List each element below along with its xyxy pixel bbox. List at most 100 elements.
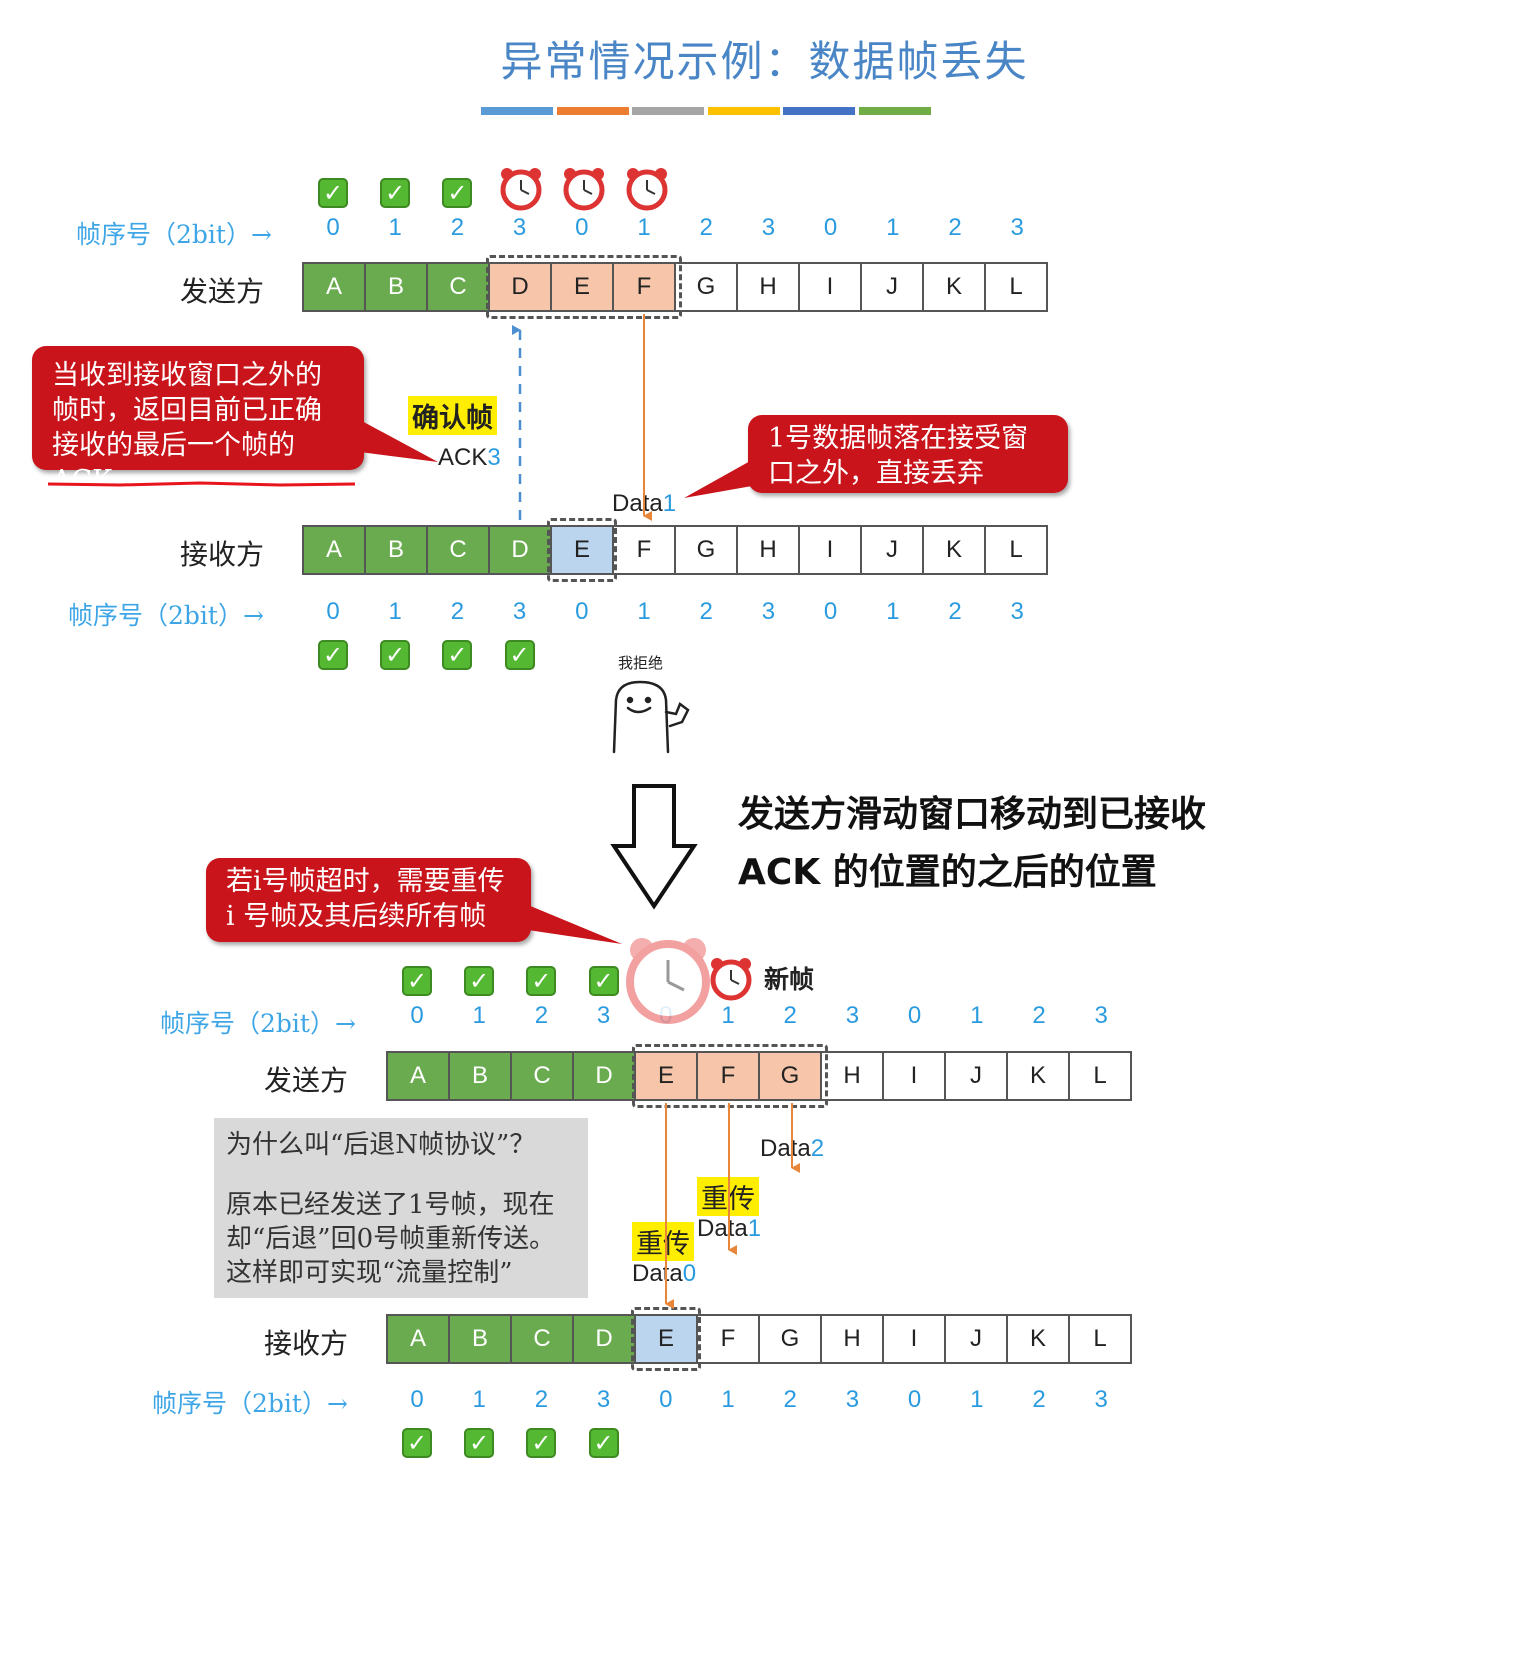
frame-cell-e: E [552,527,614,573]
reject-text: 我拒绝 [618,655,664,672]
frame-cell-k: K [924,264,986,310]
seq-number: 0 [823,598,838,625]
middle-explanation: 发送方滑动窗口移动到已接收 ACK 的位置的之后的位置 [738,794,1207,893]
seq-number: 3 [596,1002,611,1029]
clock-icon [500,168,542,211]
seq-number: 1 [970,1002,984,1029]
title-color-bar [632,107,704,115]
frame-cell-e: E [636,1053,698,1099]
check-icon: ✓ [588,966,619,996]
frame-cell-a: A [304,264,366,310]
check-icon: ✓ [402,966,432,996]
seq-number: 2 [783,1386,797,1413]
retransmit-tag-0: 重传 [632,1222,694,1261]
seq-number: 2 [450,598,465,625]
seq-number: 2 [1032,1386,1046,1413]
seq-number: 3 [845,1002,860,1029]
check-icon: ✓ [526,966,557,996]
frame-cell-h: H [822,1053,884,1099]
seq-number: 2 [948,214,962,241]
clock-icon [710,958,752,1001]
clock-icon [626,168,668,211]
seq-number: 0 [907,1002,922,1029]
seq-number: 2 [699,598,713,625]
title-color-bar [858,107,931,115]
top-receiver-label: 接收方 [180,538,265,571]
seq-number: 1 [970,1386,984,1413]
frame-cell-h: H [738,527,800,573]
frame-cell-b: B [366,264,428,310]
frame-cell-h: H [822,1316,884,1362]
frame-cell-f: F [698,1316,760,1362]
frame-cell-i: I [800,264,862,310]
title-color-bar [783,107,855,115]
seq-number: 1 [886,598,900,625]
frame-cell-c: C [428,527,490,573]
seq-number: 1 [388,598,402,625]
check-icon: ✓ [464,966,495,996]
frame-cell-h: H [738,264,800,310]
check-icon: ✓ [526,1428,557,1458]
right-callout-pointer [684,460,752,498]
frame-cell-l: L [1070,1053,1130,1099]
frame-cell-a: A [304,527,366,573]
seq-number: 1 [721,1002,735,1029]
bottom-receiver-label: 接收方 [264,1327,349,1360]
frame-cell-j: J [862,527,924,573]
frame-cell-b: B [450,1316,512,1362]
new-frame-label: 新帧 [764,966,815,994]
frame-cell-b: B [366,527,428,573]
check-icon: ✓ [318,178,348,208]
left-callout-pointer [360,420,438,462]
seq-number: 0 [823,214,838,241]
seq-number: 0 [575,214,589,241]
title-color-bar [481,107,553,115]
data1-label: Data1 [697,1215,762,1242]
frame-cell-c: C [428,264,490,310]
frame-cell-i: I [884,1053,946,1099]
frame-cell-f: F [614,527,676,573]
frame-cell-f: F [698,1053,760,1099]
seq-number: 2 [699,214,713,241]
frame-cell-a: A [388,1316,450,1362]
seq-number: 0 [326,598,340,625]
bottom-sender-seq-label: 帧序号（2bit）→ [160,1009,356,1038]
seq-number: 3 [845,1386,860,1413]
seq-number: 2 [948,598,962,625]
frame-cell-k: K [1008,1053,1070,1099]
seq-number: 3 [512,214,527,241]
frame-cell-j: J [946,1053,1008,1099]
seq-number: 0 [410,1386,424,1413]
seq-number: 3 [1094,1002,1108,1029]
check-icon: ✓ [318,640,348,670]
seq-number: 2 [783,1002,797,1029]
top-sender-seq-label: 帧序号（2bit）→ [76,220,272,249]
seq-number: 1 [388,214,402,241]
down-arrow-icon [610,784,698,910]
top-right-callout: 1号数据帧落在接受窗 口之外，直接丢弃 [748,415,1068,493]
red-underline [47,481,356,487]
top-sender-window [486,255,682,319]
check-icon: ✓ [442,640,473,670]
check-icon: ✓ [464,1428,495,1458]
seq-number: 3 [1010,598,1024,625]
frame-cell-i: I [884,1316,946,1362]
top-sender-label: 发送方 [180,275,265,308]
data0-label: Data0 [632,1260,697,1287]
seq-number: 0 [575,598,589,625]
frame-cell-c: C [512,1316,574,1362]
seq-number: 3 [1094,1386,1108,1413]
check-icon: ✓ [442,178,473,208]
frame-cell-k: K [924,527,986,573]
seq-number: 1 [472,1002,486,1029]
seq-number: 2 [534,1002,549,1029]
check-icon: ✓ [588,1428,619,1458]
seq-number: 0 [410,1002,424,1029]
top-left-callout: 当收到接收窗口之外的 帧时，返回目前已正确 接收的最后一个帧的ACK [32,346,364,496]
seq-number: 1 [721,1386,735,1413]
